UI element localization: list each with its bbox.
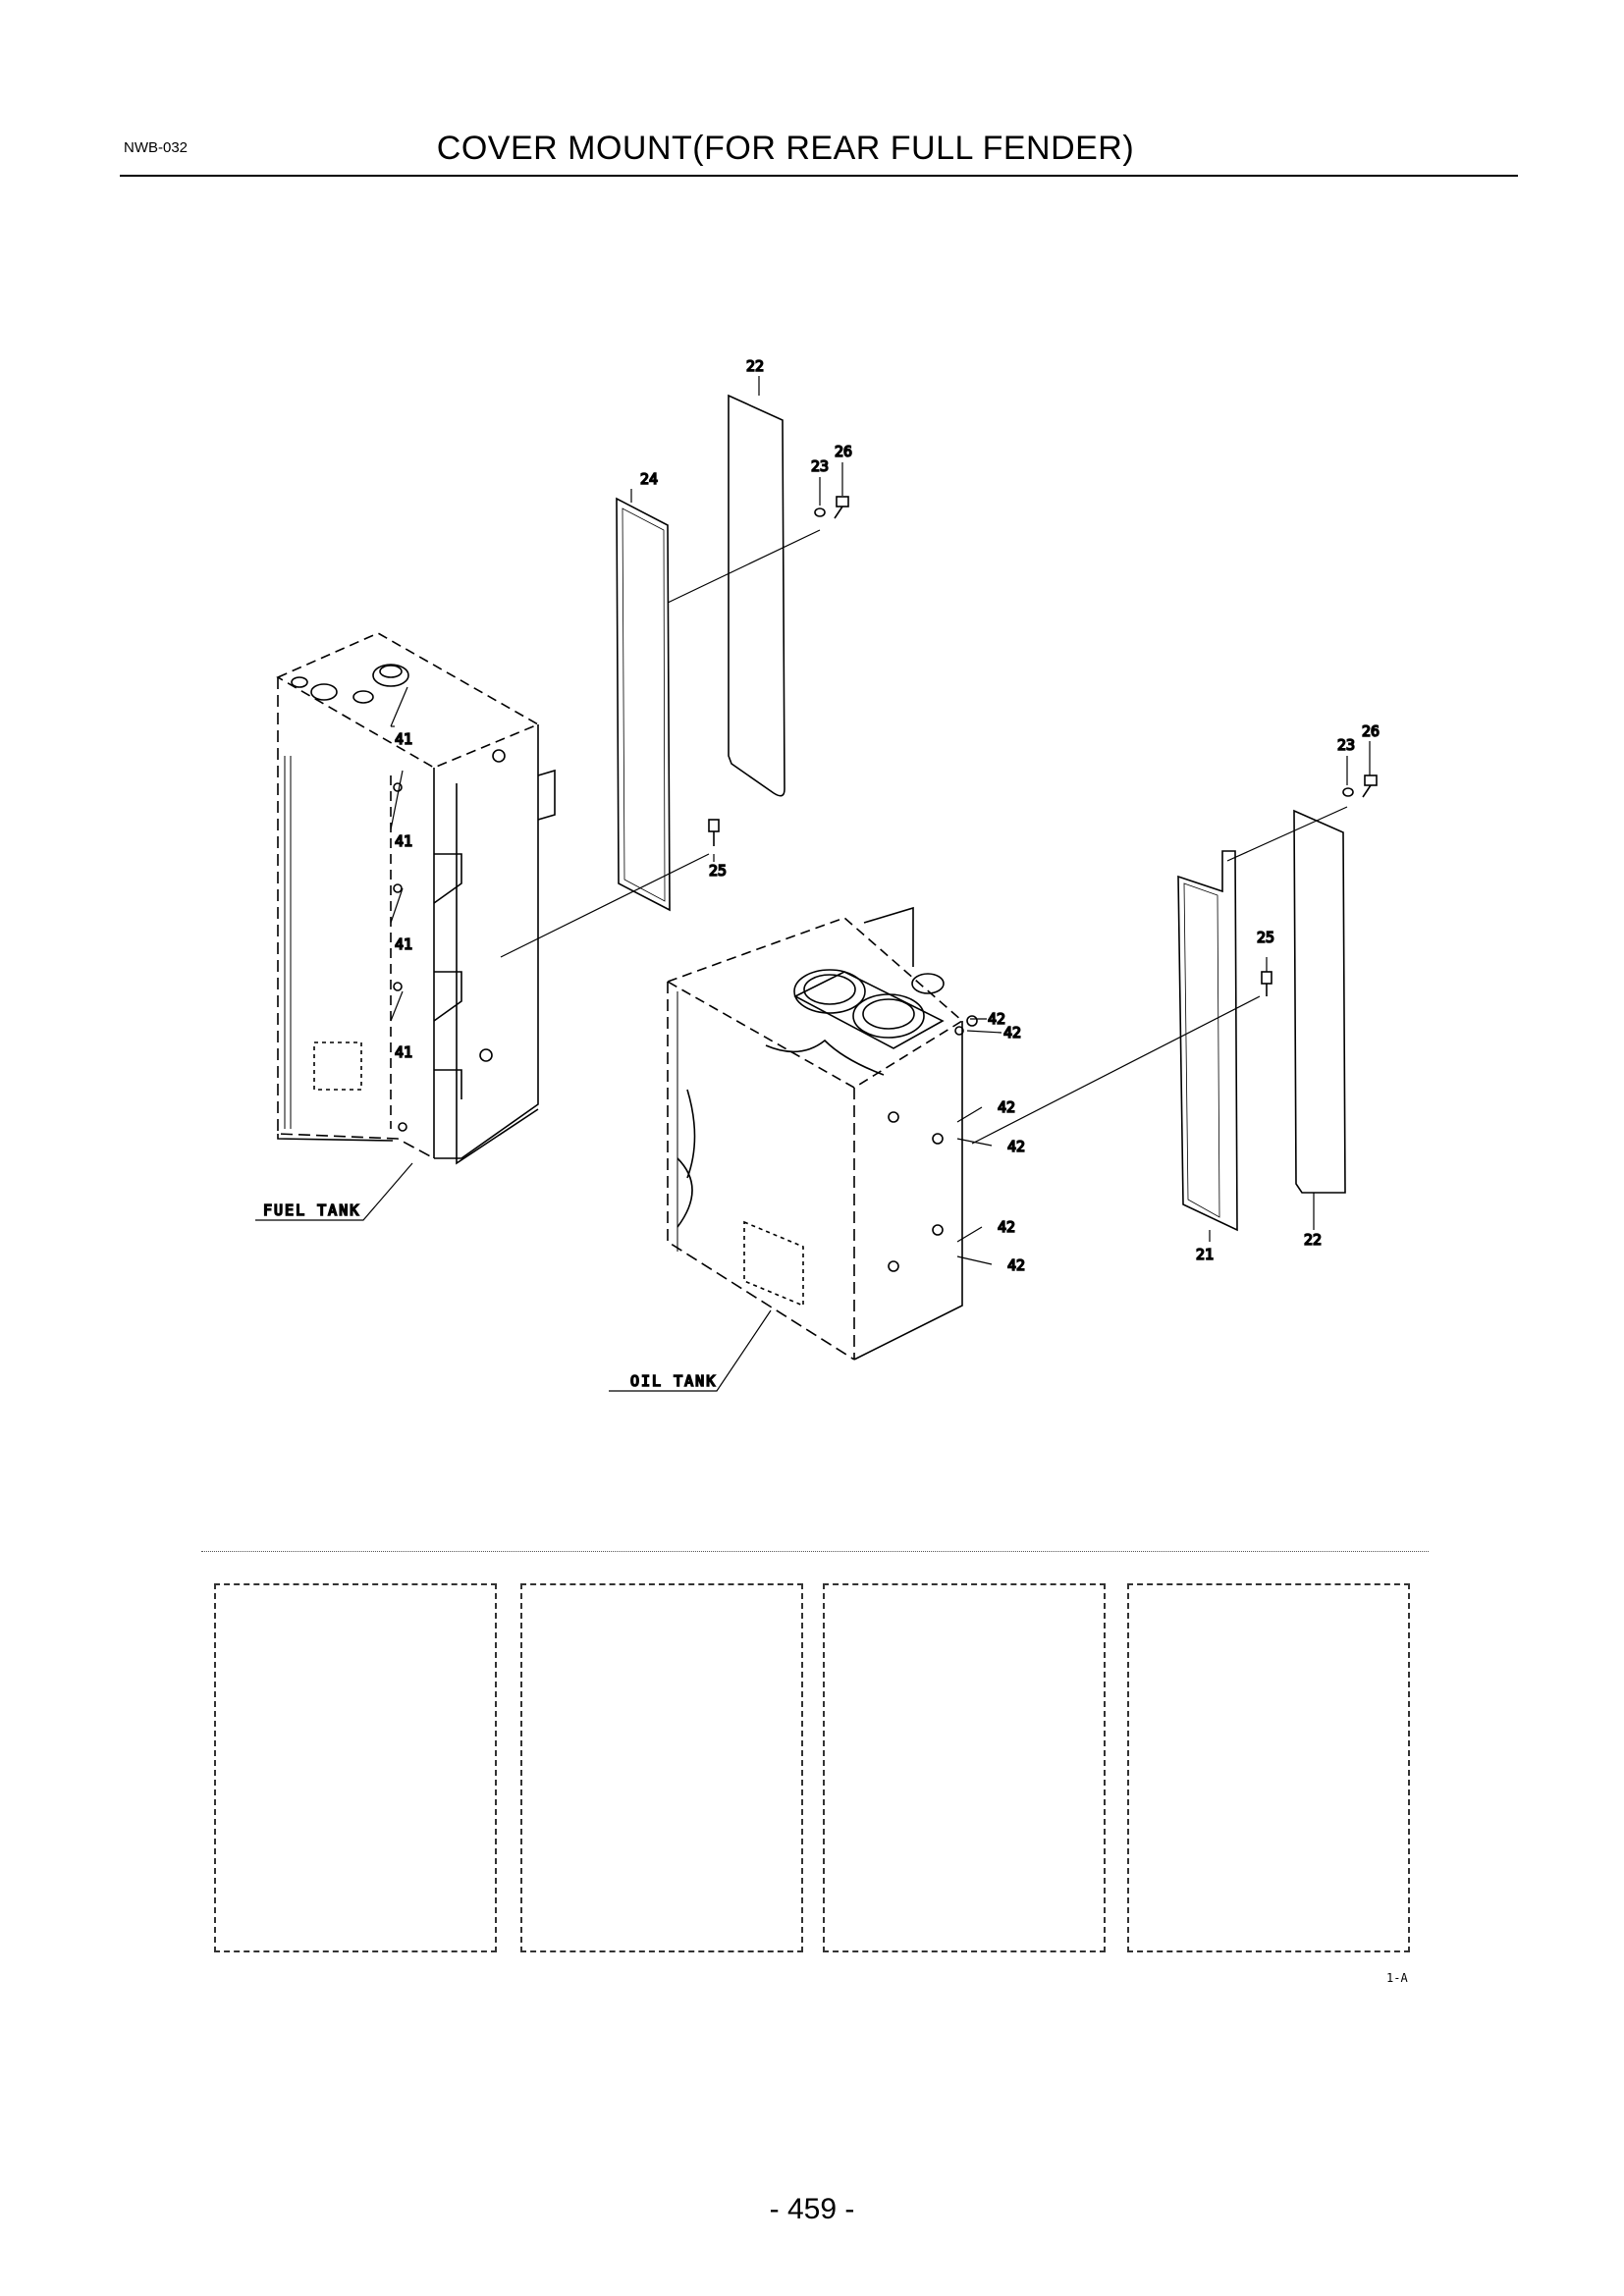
callout-42: 42 (998, 1098, 1015, 1116)
fuel-tank-label: FUEL TANK (263, 1201, 360, 1219)
bolt-25-left (708, 819, 720, 846)
page-title: COVER MOUNT(FOR REAR FULL FENDER) (436, 130, 1135, 167)
callout-24: 24 (640, 470, 658, 488)
callout-22: 22 (1304, 1231, 1322, 1249)
page-number: - 459 - (769, 2193, 855, 2225)
bolt-25-right (1261, 971, 1272, 996)
oil-tank-drawing (666, 906, 978, 1361)
callout-25: 25 (1257, 929, 1274, 946)
hardware-23-26-right (1342, 774, 1378, 798)
callout-41: 41 (395, 935, 412, 953)
blank-box-4 (1127, 1583, 1410, 1952)
cover-part-24 (616, 497, 671, 912)
callout-41: 41 (395, 832, 412, 850)
oil-tank-label: OIL TANK (630, 1372, 717, 1390)
page-code: NWB-032 (124, 139, 189, 156)
cover-part-22-right (1293, 809, 1346, 1194)
reference-code: 1-A (1386, 1971, 1408, 1985)
cover-part-22-upper (728, 394, 785, 797)
callout-25: 25 (709, 862, 727, 880)
fuel-tank-drawing (276, 632, 556, 1165)
callout-41: 41 (395, 730, 412, 748)
blank-box-3 (823, 1583, 1106, 1952)
callout-26: 26 (1362, 722, 1380, 740)
callout-26: 26 (835, 443, 852, 460)
callout-42: 42 (1007, 1256, 1025, 1274)
section-separator (201, 1551, 1429, 1552)
blank-box-2 (520, 1583, 803, 1952)
hardware-23-26-upper (814, 496, 849, 519)
callout-41: 41 (395, 1043, 412, 1061)
cover-part-21 (1177, 850, 1238, 1232)
blank-box-1 (214, 1583, 497, 1952)
callout-22: 22 (746, 357, 764, 375)
callout-23: 23 (1337, 736, 1355, 754)
title-rule (120, 175, 1518, 177)
callout-21: 21 (1196, 1246, 1214, 1263)
callout-42: 42 (998, 1218, 1015, 1236)
callout-42: 42 (1007, 1138, 1025, 1155)
callout-42: 42 (1003, 1024, 1021, 1041)
callout-42: 42 (988, 1010, 1005, 1028)
callout-23: 23 (811, 457, 829, 475)
